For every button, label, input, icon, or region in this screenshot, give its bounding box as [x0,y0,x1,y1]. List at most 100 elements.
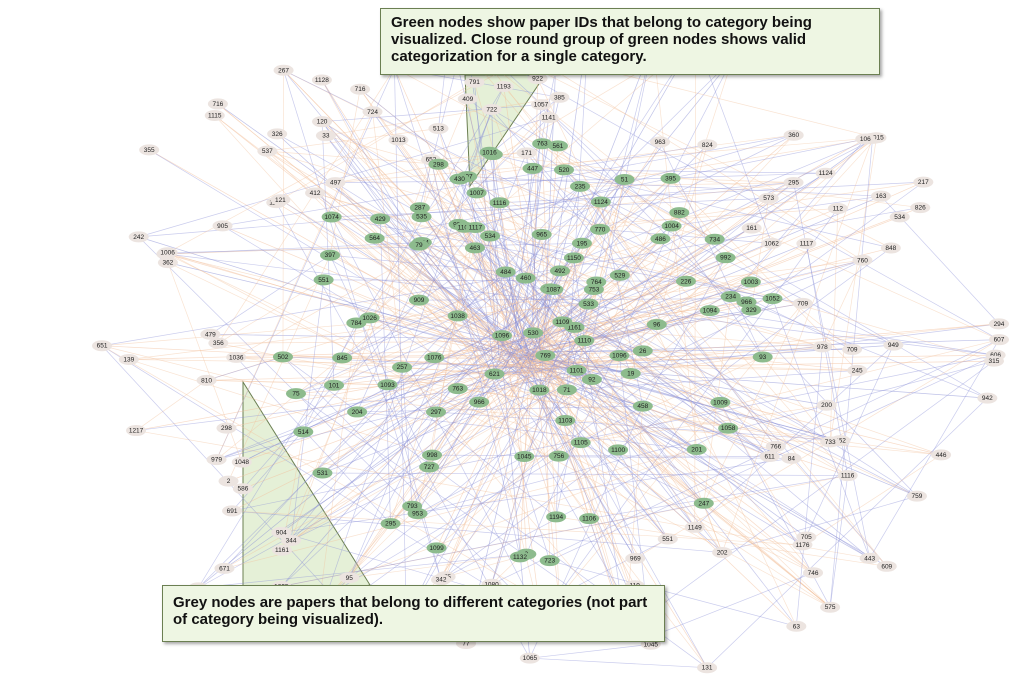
grey-node[interactable]: 112 [827,202,848,214]
grey-node[interactable]: 691 [222,505,243,517]
grey-node[interactable]: 1065 [519,652,540,664]
green-node[interactable]: 26 [632,345,653,357]
grey-node[interactable]: 905 [212,220,233,232]
grey-node[interactable]: 810 [196,374,217,386]
green-node[interactable]: 1093 [377,379,398,391]
green-node[interactable]: 529 [609,269,630,281]
green-node[interactable]: 458 [632,400,653,412]
green-node[interactable]: 1110 [574,335,595,347]
grey-node[interactable]: 978 [812,341,833,353]
grey-node[interactable]: 443 [859,552,880,564]
green-node[interactable]: 1132 [509,551,530,563]
grey-node[interactable]: 446 [931,449,952,461]
green-node[interactable]: 486 [650,233,671,245]
grey-node[interactable]: 949 [883,339,904,351]
grey-node[interactable]: 709 [842,344,863,356]
grey-node[interactable]: 1057 [530,99,551,111]
green-node[interactable]: 51 [614,173,635,185]
grey-node[interactable]: 1117 [796,237,817,249]
green-node[interactable]: 1105 [570,437,591,449]
green-node[interactable]: 429 [370,213,391,225]
grey-node[interactable]: 760 [852,254,873,266]
green-node[interactable]: 201 [686,444,707,456]
green-node[interactable]: 1018 [529,384,550,396]
grey-node[interactable]: 362 [157,257,178,269]
green-node[interactable]: 561 [547,140,568,152]
grey-node[interactable]: 922 [527,73,548,85]
grey-node[interactable]: 513 [428,122,449,134]
green-node[interactable]: 1038 [447,310,468,322]
grey-node[interactable]: 942 [977,392,998,404]
green-node[interactable]: 484 [495,266,516,278]
green-node[interactable]: 965 [531,229,552,241]
green-node[interactable]: 195 [571,237,592,249]
grey-node[interactable]: 33 [315,130,336,142]
green-node[interactable]: 535 [411,211,432,223]
green-node[interactable]: 1103 [555,415,576,427]
grey-node[interactable]: 979 [206,454,227,466]
green-node[interactable]: 966 [469,396,490,408]
grey-node[interactable]: 1048 [231,456,252,468]
green-node[interactable]: 1009 [710,396,731,408]
grey-node[interactable]: 139 [118,353,139,365]
grey-node[interactable]: 497 [325,177,346,189]
grey-node[interactable]: 1161 [271,544,292,556]
grey-node[interactable]: 759 [906,490,927,502]
grey-node[interactable]: 385 [549,91,570,103]
grey-node[interactable]: 171 [516,147,537,159]
grey-node[interactable]: 709 [792,297,813,309]
grey-node[interactable]: 716 [350,83,371,95]
green-node[interactable]: 1096 [609,350,630,362]
green-node[interactable]: 257 [392,361,413,373]
grey-node[interactable]: 326 [267,128,288,140]
green-node[interactable]: 530 [523,327,544,339]
grey-node[interactable]: 1116 [837,470,858,482]
green-node[interactable]: 727 [419,461,440,473]
grey-node[interactable]: 611 [759,451,780,463]
grey-node[interactable]: 298 [216,422,237,434]
green-node[interactable]: 534 [480,230,501,242]
green-node[interactable]: 1100 [608,444,629,456]
green-node[interactable]: 734 [704,233,725,245]
green-node[interactable]: 460 [515,272,536,284]
green-node[interactable]: 430 [449,173,470,185]
grey-node[interactable]: 671 [214,562,235,574]
green-node[interactable]: 101 [324,379,345,391]
grey-node[interactable]: 1115 [204,109,225,121]
grey-node[interactable]: 163 [870,190,891,202]
grey-node[interactable]: 586 [232,483,253,495]
green-node[interactable]: 953 [407,508,428,520]
grey-node[interactable]: 724 [362,106,383,118]
green-node[interactable]: 1117 [465,222,486,234]
grey-node[interactable]: 551 [657,533,678,545]
grey-node[interactable]: 1128 [311,74,332,86]
grey-node[interactable]: 575 [820,601,841,613]
green-node[interactable]: 295 [380,518,401,530]
grey-node[interactable]: 826 [910,202,931,214]
green-node[interactable]: 992 [715,252,736,264]
green-node[interactable]: 235 [570,180,591,192]
grey-node[interactable]: 573 [758,192,779,204]
green-node[interactable]: 1087 [543,284,564,296]
green-node[interactable]: 75 [285,388,306,400]
grey-node[interactable]: 121 [270,194,291,206]
green-node[interactable]: 845 [332,352,353,364]
green-node[interactable]: 520 [554,164,575,176]
grey-node[interactable]: 722 [481,103,502,115]
grey-node[interactable]: 791 [464,76,485,88]
green-node[interactable]: 1026 [359,312,380,324]
grey-node[interactable]: 607 [989,334,1009,346]
grey-node[interactable]: 63 [786,620,807,632]
green-node[interactable]: 1096 [492,330,513,342]
green-node[interactable]: 756 [548,450,569,462]
grey-node[interactable]: 705 [796,531,817,543]
green-node[interactable]: 1076 [424,352,445,364]
green-node[interactable]: 1016 [479,146,500,158]
grey-node[interactable]: 651 [92,340,113,352]
grey-node[interactable]: 1141 [538,112,559,124]
grey-node[interactable]: 84 [781,452,802,464]
grey-node[interactable]: 200 [816,399,837,411]
green-node[interactable]: 1106 [579,513,600,525]
green-node[interactable]: 247 [693,497,714,509]
green-node[interactable]: 621 [484,368,505,380]
